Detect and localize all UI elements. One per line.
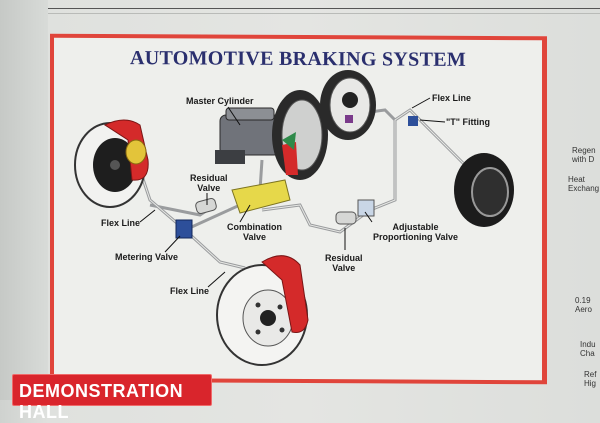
label-combination-line2: Valve	[242, 232, 267, 242]
side-text-regen: Regen with D	[572, 146, 596, 164]
label-t-fitting: "T" Fitting	[446, 117, 491, 127]
label-residual-valve-right: Residual Valve	[325, 253, 363, 273]
label-residual-right-line2: Valve	[332, 263, 356, 273]
label-residual-line2: Valve	[197, 183, 221, 193]
demonstration-hall-sign: DEMONSTRATION HALL	[12, 374, 212, 422]
side-line: Aero	[575, 305, 592, 314]
side-line: 0.19	[575, 296, 591, 305]
label-flex-line-front: Flex Line	[101, 218, 141, 228]
side-line: Exchang	[568, 184, 600, 193]
front-right-caliper	[261, 255, 309, 333]
banner-text: DEMONSTRATION HALL	[19, 381, 184, 422]
side-line: Cha	[580, 349, 595, 358]
label-adjustable-line1: Adjustable	[392, 222, 439, 232]
side-text-indu: Indu Cha	[580, 340, 596, 358]
combination-valve	[231, 179, 291, 214]
metering-valve	[175, 219, 193, 239]
label-flex-line-rear: Flex Line	[432, 93, 472, 103]
label-metering-valve: Metering Valve	[115, 252, 179, 262]
side-line: with D	[572, 155, 595, 164]
braking-diagram	[74, 70, 514, 366]
label-adjustable-proportioning-valve: Adjustable Proportioning Valve	[373, 222, 458, 242]
label-adjustable-line2: Proportioning Valve	[373, 232, 459, 242]
wall-background	[0, 0, 48, 400]
master-cylinder	[215, 107, 281, 164]
rear-right-wheel	[454, 153, 514, 227]
brake-booster-drum	[272, 90, 328, 180]
rear-left-drum-brake	[320, 70, 376, 140]
label-residual-right-line1: Residual	[325, 253, 363, 263]
side-text-heat: Heat Exchang	[568, 175, 599, 193]
label-master-cylinder: Master Cylinder	[186, 96, 254, 106]
label-combination-line1: Combination	[227, 222, 282, 232]
side-line: Regen	[572, 146, 596, 155]
residual-valve-left	[195, 198, 217, 214]
label-flex-line-bottom: Flex Line	[170, 286, 210, 296]
side-line: Hig	[584, 379, 597, 388]
ceiling-line-secondary	[48, 13, 600, 14]
side-line: Ref	[584, 370, 597, 379]
t-fitting	[408, 116, 418, 126]
side-line: Indu	[580, 340, 596, 349]
label-residual-valve-left: Residual Valve	[190, 173, 228, 193]
label-combination-valve: Combination Valve	[227, 222, 282, 242]
residual-valve-right	[335, 211, 357, 225]
side-text-aero: 0.19 Aero	[575, 296, 592, 314]
label-residual-line1: Residual	[190, 173, 228, 183]
side-line: Heat	[568, 175, 585, 184]
adjustable-proportioning-valve	[357, 199, 375, 217]
ceiling-line	[48, 8, 600, 9]
side-text-ref: Ref Hig	[584, 370, 596, 388]
front-left-caliper	[103, 119, 149, 181]
label-leader-lines	[139, 97, 446, 288]
